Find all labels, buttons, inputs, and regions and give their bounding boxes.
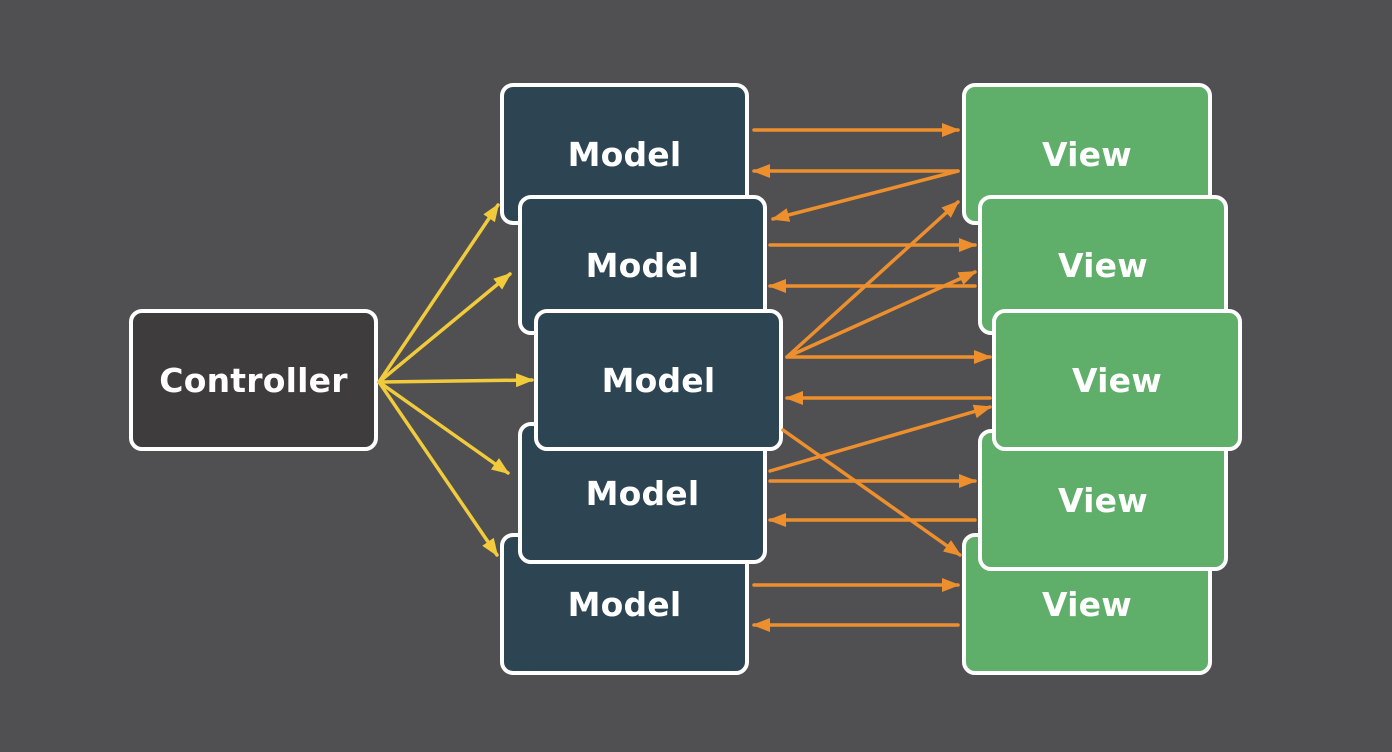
model-3-to-view-5-arrow: [781, 428, 962, 557]
view-node-4: View: [978, 429, 1228, 571]
controller-to-model-2-arrow: [377, 272, 512, 384]
controller-to-model-3-arrow: [377, 373, 534, 388]
model-label: Model: [585, 473, 700, 513]
model-4-to-view-3-arrow: [768, 404, 992, 473]
view-label: View: [1072, 360, 1162, 400]
model-label: Model: [601, 360, 716, 400]
view-node-3: View: [992, 309, 1242, 451]
controller-label: Controller: [159, 360, 348, 400]
controller-node: Controller: [129, 309, 378, 451]
view-label: View: [1042, 134, 1132, 174]
model-3-to-view-2-arrow: [785, 270, 977, 359]
view-label: View: [1058, 480, 1148, 520]
view-label: View: [1042, 584, 1132, 624]
view-label: View: [1058, 245, 1148, 285]
controller-to-model-1-arrow: [377, 203, 500, 384]
controller-to-model-4-arrow: [377, 380, 510, 475]
model-label: Model: [585, 245, 700, 285]
view-1-to-model-2-arrow: [771, 169, 960, 222]
controller-to-model-5-arrow: [377, 380, 499, 557]
model-label: Model: [567, 584, 682, 624]
model-node-3: Model: [534, 309, 783, 451]
model-label: Model: [567, 134, 682, 174]
model-3-to-view-1-arrow: [785, 200, 960, 359]
